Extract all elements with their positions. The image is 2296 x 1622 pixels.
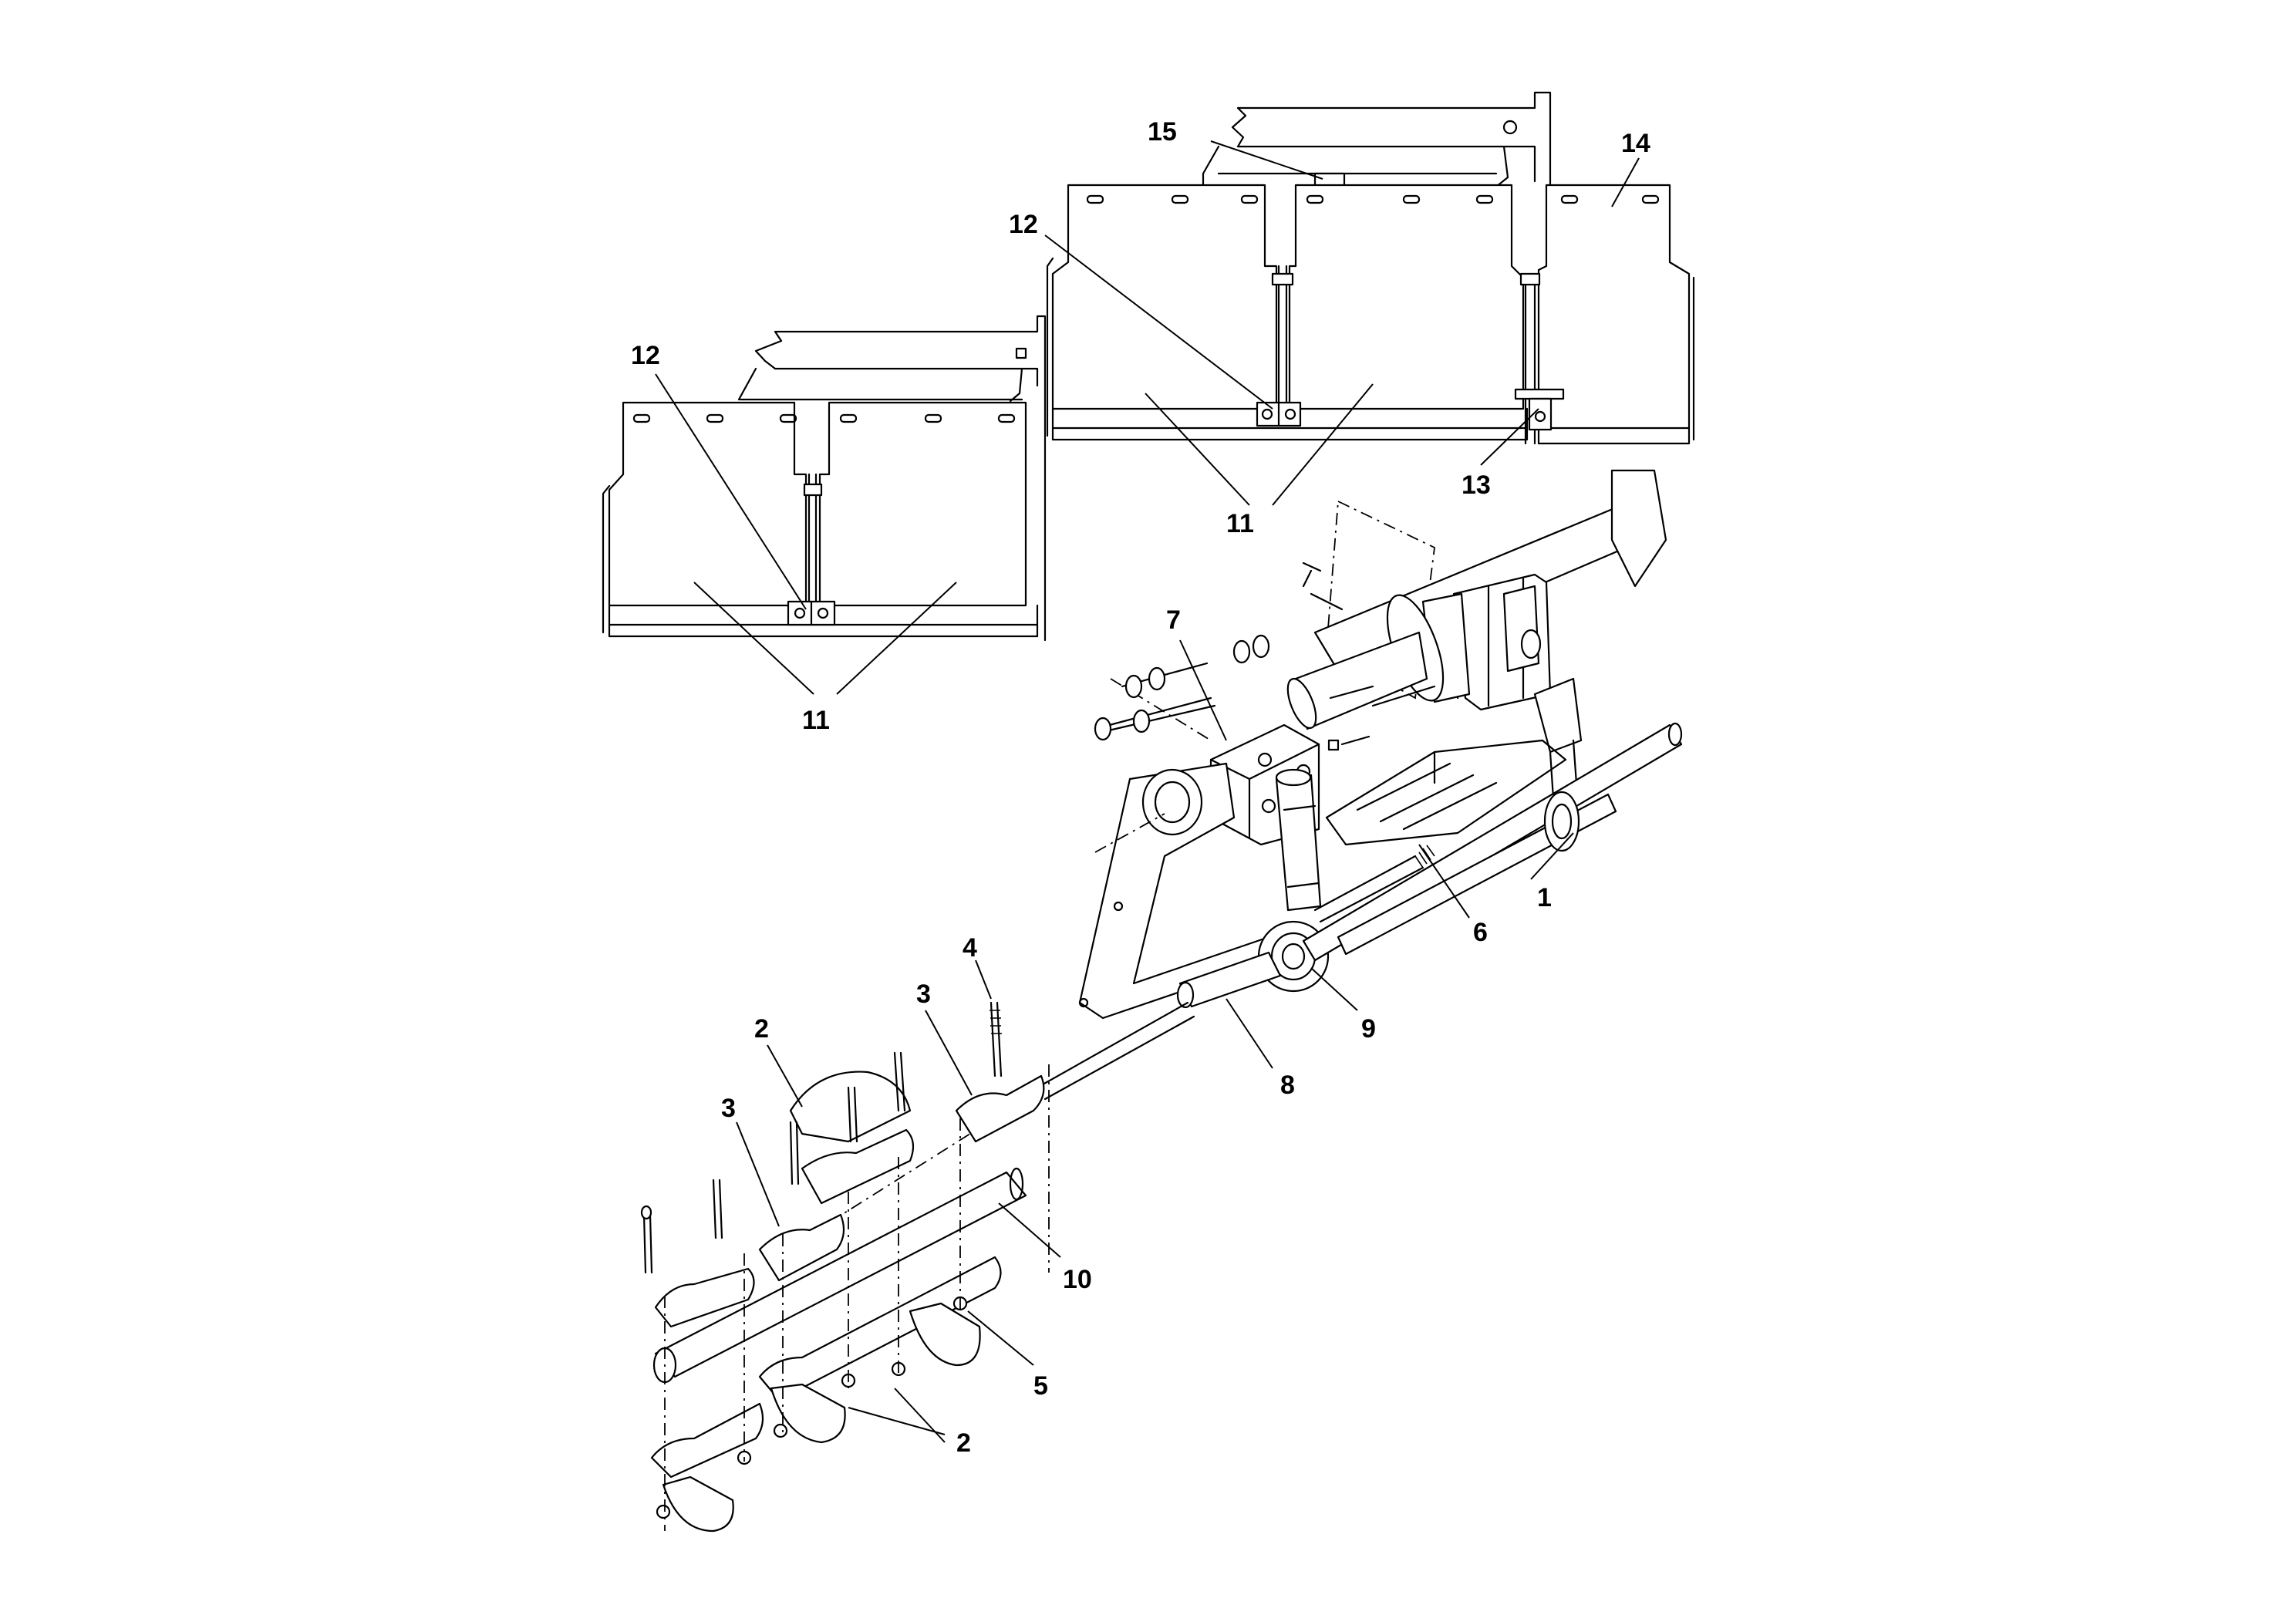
frame-rail-left <box>754 315 1047 642</box>
callout-14: 14 <box>1621 129 1650 158</box>
shield-panel-11-a <box>1051 184 1278 410</box>
shield-panel-14 <box>1537 184 1691 445</box>
leader-lines <box>655 140 1640 1443</box>
fastener <box>803 483 823 497</box>
callout-12-left: 12 <box>631 341 660 370</box>
callout-8: 8 <box>1280 1071 1295 1100</box>
callout-6: 6 <box>1473 918 1488 947</box>
fastener <box>1271 272 1294 286</box>
clamp-lower-1 <box>758 1256 1002 1401</box>
callout-1: 1 <box>1537 883 1552 912</box>
pin-ring <box>1520 629 1542 659</box>
callout-3-right: 3 <box>916 980 931 1009</box>
flight-2-c <box>662 1475 734 1533</box>
callout-5: 5 <box>1033 1371 1048 1401</box>
callout-12-top: 12 <box>1009 210 1038 239</box>
bolts-upper <box>1094 634 1436 751</box>
mount-plate-outline <box>1326 500 1435 700</box>
drive-shaft <box>1036 1001 1195 1101</box>
bolt-4 <box>990 1001 1003 1077</box>
callout-2-bottom: 2 <box>956 1428 971 1458</box>
arm-bore <box>1141 768 1203 836</box>
bolt <box>893 1051 906 1112</box>
callouts: 15 14 12 11 13 12 11 7 1 6 9 8 4 3 2 3 1… <box>631 117 1650 1458</box>
callout-4: 4 <box>963 933 977 963</box>
arm-assembly <box>786 678 1683 1250</box>
callout-11-left: 11 <box>802 706 830 735</box>
panel-slots <box>1086 194 1660 204</box>
callout-10: 10 <box>1063 1265 1092 1294</box>
gearbox-assembly <box>1286 469 1667 811</box>
shield-panel-11-c <box>608 401 807 607</box>
shield-assembly-upper <box>1046 91 1695 445</box>
shaft-1 <box>1302 723 1683 962</box>
bracket-13 <box>1514 388 1565 400</box>
flight-2-a <box>909 1302 981 1367</box>
callout-9: 9 <box>1361 1014 1376 1044</box>
auger-assembly <box>640 1001 1050 1533</box>
clamp-lower-2 <box>650 1402 764 1479</box>
shield-panel-11-b <box>1288 184 1525 410</box>
callout-13: 13 <box>1462 470 1491 500</box>
callout-15: 15 <box>1148 117 1177 147</box>
panel-slots <box>632 413 1016 423</box>
threaded-rod <box>1414 845 1435 868</box>
callout-3-left: 3 <box>721 1094 736 1123</box>
bolt <box>712 1179 723 1239</box>
rail-hole <box>1502 120 1518 135</box>
clamp-lower-left <box>654 1267 755 1328</box>
fastener <box>1519 272 1541 286</box>
bolt <box>642 1213 653 1274</box>
clamp-3-mid <box>801 1128 915 1205</box>
callout-7: 7 <box>1166 605 1181 635</box>
callout-11-top: 11 <box>1226 509 1254 538</box>
bolt <box>789 1121 800 1185</box>
clamp-3-right <box>955 1074 1045 1143</box>
arm-plate <box>1078 762 1286 1020</box>
tube-flange-end <box>1610 469 1667 588</box>
clamp-3-left <box>758 1213 845 1282</box>
bracket-6 <box>1325 739 1567 846</box>
shield-assembly-left <box>602 315 1047 642</box>
callout-2-top: 2 <box>754 1014 769 1044</box>
shaft-flange <box>1543 791 1580 852</box>
shield-panel-11-d <box>818 401 1027 607</box>
bolt <box>847 1086 858 1143</box>
flight-2-top <box>789 1071 912 1143</box>
